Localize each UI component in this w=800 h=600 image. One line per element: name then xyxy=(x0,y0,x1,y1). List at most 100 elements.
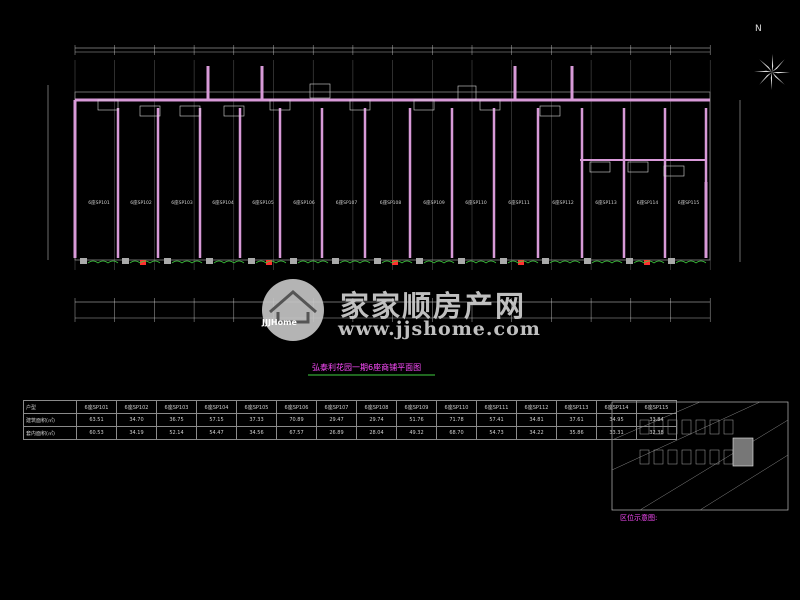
table-cell: 34.56 xyxy=(236,426,277,440)
table-cell: 29.47 xyxy=(316,413,357,427)
compass-icon xyxy=(770,72,772,90)
shrub-line xyxy=(339,260,371,264)
unit-label: 6座SP109 xyxy=(423,199,445,206)
table-cell: 6座SP114 xyxy=(596,400,637,414)
unit-label: 6座SP108 xyxy=(380,199,402,206)
table-cell: 34.95 xyxy=(596,413,637,427)
map-building xyxy=(681,419,692,435)
compass-icon xyxy=(759,59,772,72)
red-column xyxy=(266,260,272,265)
house-icon xyxy=(269,290,317,324)
table-cell: 33.31 xyxy=(596,426,637,440)
compass-icon xyxy=(772,59,785,72)
column xyxy=(290,258,297,264)
row-label: 建筑面积(㎡) xyxy=(23,413,77,427)
column xyxy=(206,258,213,264)
table-cell: 6座SP104 xyxy=(196,400,237,414)
unit-label: 6座SP103 xyxy=(171,199,193,206)
shrub-line xyxy=(171,260,203,264)
shrub-line xyxy=(465,260,497,264)
red-column xyxy=(392,260,398,265)
shrub-line xyxy=(213,260,245,264)
location-map-label: 区位示意图: xyxy=(620,514,658,522)
door-swing xyxy=(309,83,331,99)
table-cell: 49.32 xyxy=(396,426,437,440)
column xyxy=(374,258,381,264)
map-building xyxy=(681,449,692,465)
table-cell: 32.38 xyxy=(636,426,677,440)
table-cell: 34.19 xyxy=(116,426,157,440)
unit-label: 6座SP107 xyxy=(336,199,358,206)
table-cell: 6座SP111 xyxy=(476,400,517,414)
shrub-line xyxy=(255,260,287,264)
column xyxy=(164,258,171,264)
column xyxy=(500,258,507,264)
red-column xyxy=(140,260,146,265)
map-building xyxy=(709,419,720,435)
toilet-room xyxy=(479,99,501,111)
shrub-line xyxy=(423,260,455,264)
shrub-line xyxy=(87,260,119,264)
table-cell: 26.89 xyxy=(316,426,357,440)
table-row: 建筑面积(㎡) 63.51 34.70 36.75 57.15 37.33 70… xyxy=(23,413,677,427)
table-cell: 34.22 xyxy=(516,426,557,440)
unit-label: 6座SP114 xyxy=(637,199,659,206)
area-table: 户型 6座SP101 6座SP102 6座SP103 6座SP104 6座SP1… xyxy=(23,400,677,440)
column xyxy=(122,258,129,264)
table-cell: 6座SP107 xyxy=(316,400,357,414)
table-cell: 34.81 xyxy=(516,413,557,427)
column xyxy=(80,258,87,264)
stair-core xyxy=(206,66,264,102)
map-building xyxy=(639,449,650,465)
map-building xyxy=(653,449,664,465)
toilet-room xyxy=(139,105,161,117)
table-cell: 6座SP115 xyxy=(636,400,677,414)
table-cell: 36.75 xyxy=(156,413,197,427)
table-cell: 68.70 xyxy=(436,426,477,440)
table-cell: 35.86 xyxy=(556,426,597,440)
shrub-line xyxy=(297,260,329,264)
table-cell: 6座SP109 xyxy=(396,400,437,414)
toilet-room xyxy=(349,99,371,111)
unit-label: 6座SP110 xyxy=(465,199,487,206)
map-building xyxy=(723,419,734,435)
unit-label: 6座SP101 xyxy=(88,199,110,206)
map-building xyxy=(667,449,678,465)
watermark-badge: JJJHome xyxy=(262,318,297,327)
unit-label: 6座SP102 xyxy=(130,199,152,206)
compass-icon xyxy=(772,72,785,85)
unit-label: 6座SP115 xyxy=(678,199,700,206)
shrub-line xyxy=(675,260,707,264)
table-row: 户型 6座SP101 6座SP102 6座SP103 6座SP104 6座SP1… xyxy=(23,400,677,414)
table-cell: 6座SP110 xyxy=(436,400,477,414)
table-cell: 6座SP102 xyxy=(116,400,157,414)
map-building xyxy=(723,449,734,465)
column xyxy=(542,258,549,264)
unit-label: 6座SP113 xyxy=(595,199,617,206)
table-cell: 6座SP108 xyxy=(356,400,397,414)
table-cell: 6座SP113 xyxy=(556,400,597,414)
map-road xyxy=(699,454,789,511)
toilet-room xyxy=(539,105,561,117)
toilet-room xyxy=(627,161,649,173)
unit-label: 6座SP105 xyxy=(252,199,274,206)
column xyxy=(584,258,591,264)
compass-icon xyxy=(772,72,790,74)
map-highlight-building xyxy=(732,437,754,467)
unit-label: 6座SP112 xyxy=(552,199,574,206)
table-cell: 33.84 xyxy=(636,413,677,427)
compass-icon xyxy=(772,54,774,72)
shrub-line xyxy=(549,260,581,264)
toilet-room xyxy=(223,105,245,117)
table-cell: 67.57 xyxy=(276,426,317,440)
toilet-room xyxy=(663,165,685,177)
column xyxy=(626,258,633,264)
toilet-room xyxy=(97,99,119,111)
drawing-title: 弘泰利花园一期6座商铺平面图 xyxy=(312,363,422,372)
table-cell: 54.73 xyxy=(476,426,517,440)
table-cell: 37.61 xyxy=(556,413,597,427)
watermark-url: www.jjshome.com xyxy=(338,318,541,340)
map-building xyxy=(695,449,706,465)
unit-label: 6座SP104 xyxy=(212,199,234,206)
